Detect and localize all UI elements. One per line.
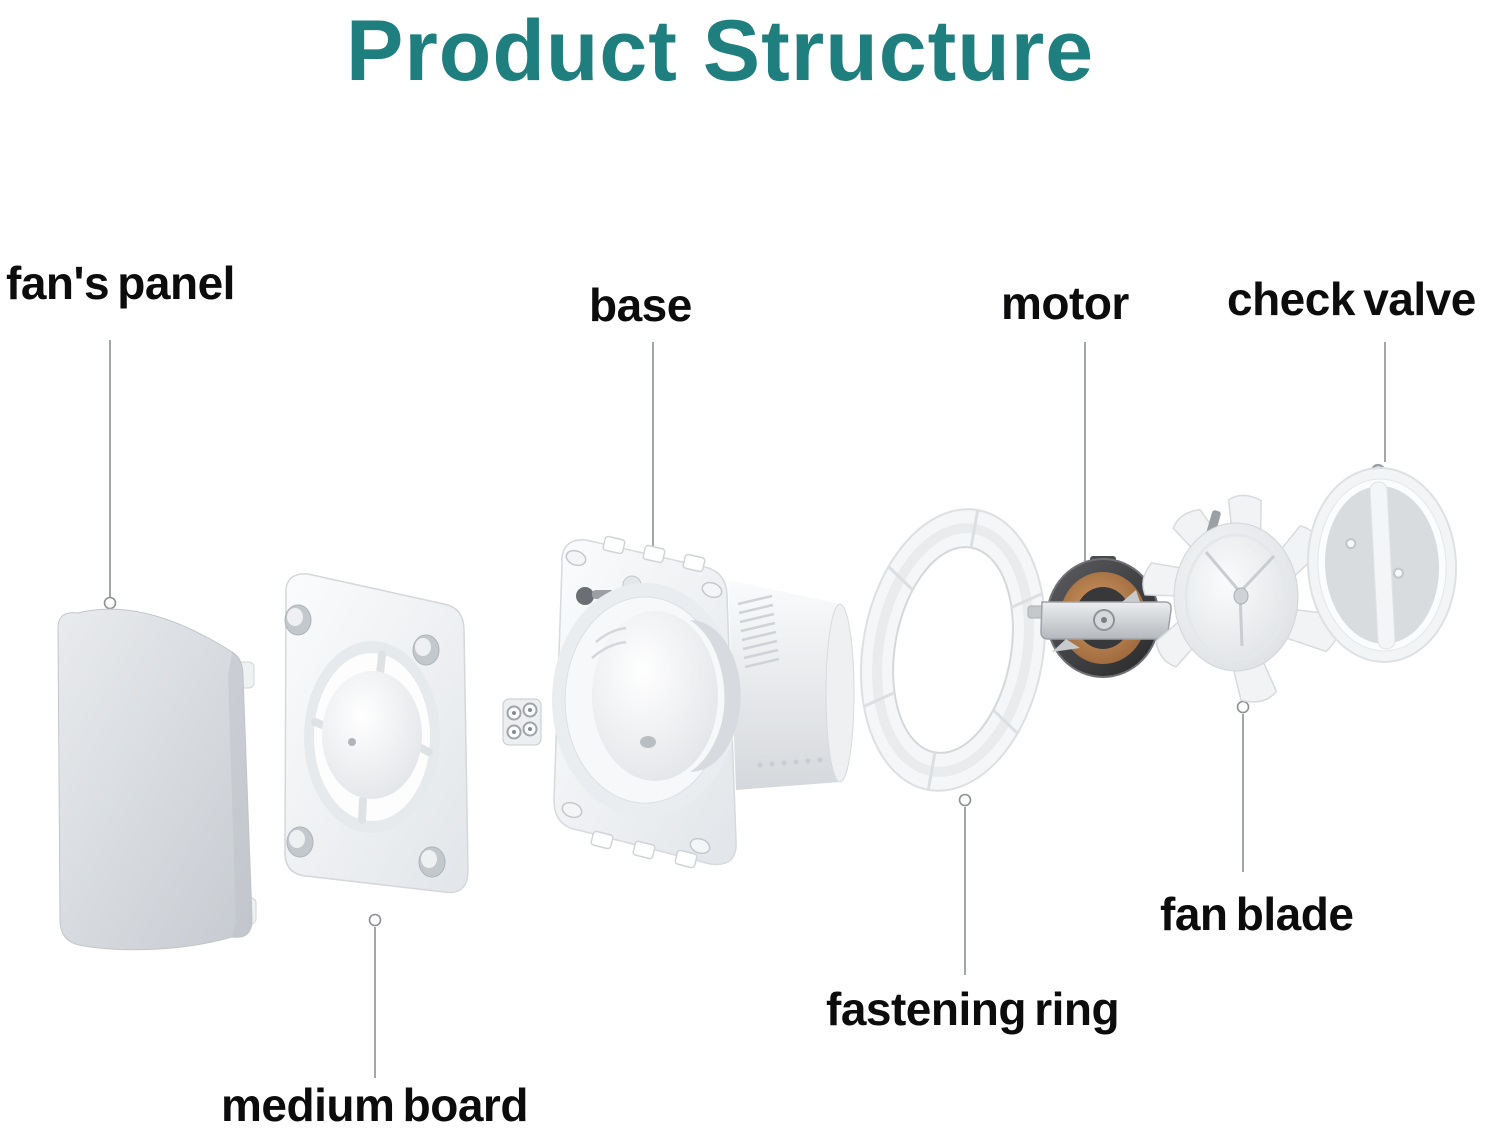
fastening-ring-graphic	[860, 508, 1046, 792]
leader-fastening-ring	[958, 793, 972, 975]
wire-connector-graphic	[502, 698, 542, 746]
page-title: Product Structure	[345, 3, 1095, 99]
leader-fans-panel	[103, 340, 117, 610]
base-graphic	[552, 535, 855, 869]
label-base: base	[589, 279, 692, 331]
leader-lines	[103, 340, 1386, 1078]
motor-graphic	[1027, 556, 1172, 678]
label-fans-panel: fan's panel	[6, 257, 235, 309]
fan-blade-graphic	[1142, 494, 1341, 703]
leader-fan-blade	[1236, 700, 1250, 872]
label-fastening-ring: fastening ring	[826, 983, 1120, 1035]
screw-holes	[284, 604, 446, 878]
check-valve-graphic	[1306, 463, 1458, 663]
label-motor: motor	[1001, 277, 1129, 329]
fans-panel-graphic	[57, 608, 257, 951]
label-medium-board: medium board	[221, 1079, 528, 1131]
label-check-valve: check valve	[1227, 273, 1476, 325]
medium-board-graphic	[284, 573, 469, 894]
label-fan-blade: fan blade	[1160, 888, 1354, 940]
leader-medium-board	[368, 913, 382, 1078]
